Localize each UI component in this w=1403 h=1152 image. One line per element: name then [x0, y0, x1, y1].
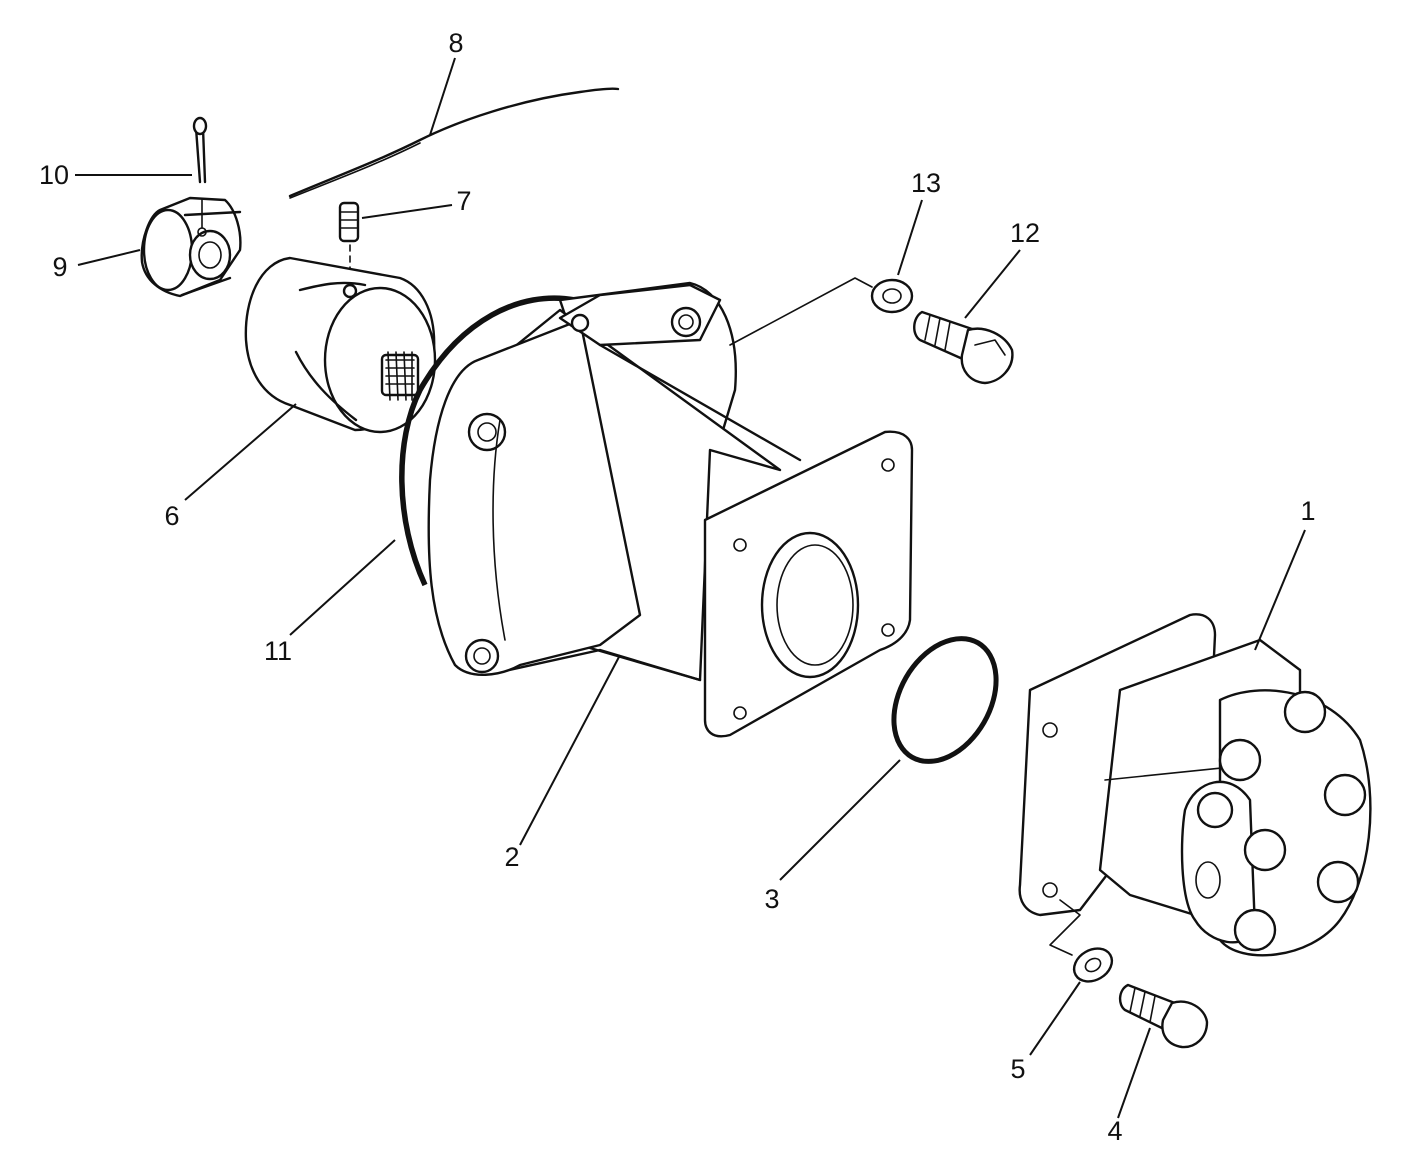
- callout-6: 6: [164, 501, 179, 531]
- large-o-ring-part: [399, 295, 576, 587]
- wire-part: [288, 87, 620, 199]
- callout-labels: 1 2 3 4 5 6 7 8 9 10 11 12 13: [39, 28, 1316, 1146]
- callout-4: 4: [1107, 1116, 1122, 1146]
- nut-part: [140, 196, 242, 298]
- small-o-ring-part: [891, 636, 999, 764]
- callout-3: 3: [764, 884, 779, 914]
- cotter-pin-part: [192, 116, 208, 184]
- pump-part: [1018, 613, 1372, 957]
- washer-bottom-part: [1072, 947, 1114, 983]
- callout-2: 2: [504, 842, 519, 872]
- callout-11: 11: [264, 636, 292, 666]
- callout-1: 1: [1300, 496, 1315, 526]
- callout-9: 9: [52, 252, 67, 282]
- callout-12: 12: [1010, 218, 1040, 248]
- pump-bolt-heads: [1196, 690, 1367, 952]
- coupling-part: [244, 256, 437, 434]
- callout-13: 13: [911, 168, 941, 198]
- washer-top-part: [729, 277, 914, 346]
- housing-part: [427, 281, 914, 738]
- bolt-bottom-part: [1118, 983, 1209, 1049]
- callout-5: 5: [1010, 1054, 1025, 1084]
- callout-7: 7: [456, 186, 471, 216]
- callout-10: 10: [39, 160, 69, 190]
- leader-lines: [75, 57, 1306, 1119]
- bolt-top-part: [913, 310, 1014, 385]
- callout-8: 8: [448, 28, 463, 58]
